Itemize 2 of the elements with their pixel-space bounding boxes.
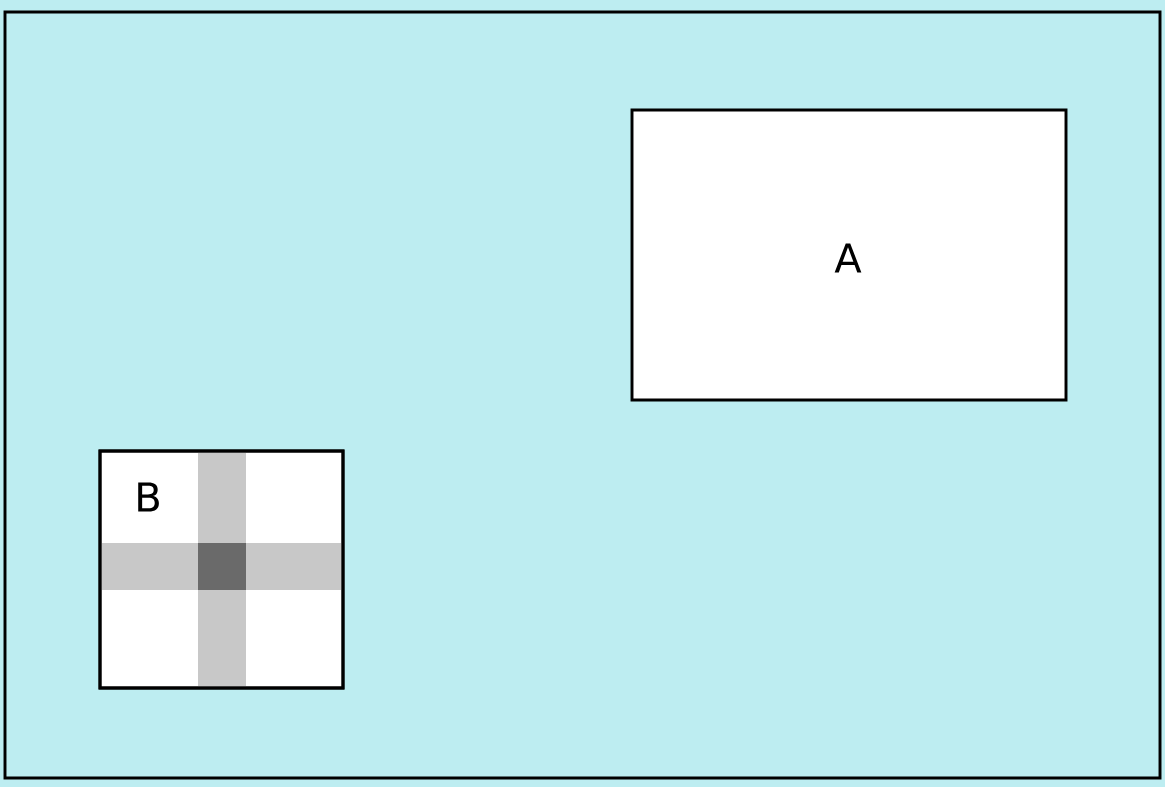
labeled-box: A — [630, 108, 1068, 402]
labeled-box: B — [98, 449, 345, 690]
